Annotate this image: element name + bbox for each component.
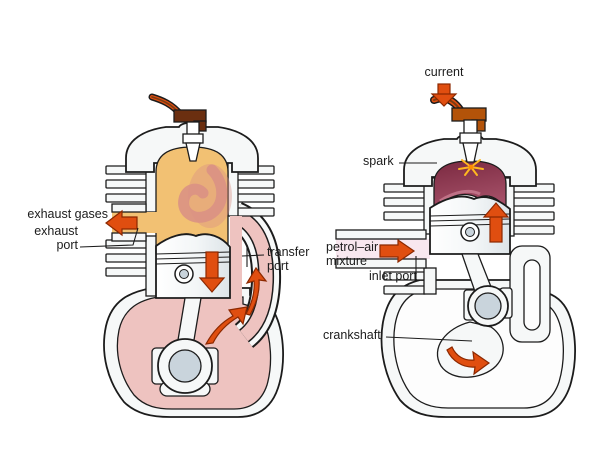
exhaust-port-leader-line <box>79 227 139 248</box>
left-transfer-port-opening <box>230 216 242 302</box>
exhaust-flow-arrow <box>105 209 138 237</box>
right-transfer-passage <box>509 245 551 343</box>
right-spark-plug <box>459 119 482 163</box>
left-piston <box>155 233 231 299</box>
right-combustion-chamber-compressed-charge <box>433 160 507 210</box>
piston-down-arrow <box>198 251 226 293</box>
petrol-air-mixture-label: petrol–air mixture <box>326 240 379 268</box>
transfer-port-label-line2: port <box>267 258 289 273</box>
left-crankshaft <box>151 338 219 397</box>
current-label: current <box>424 65 464 79</box>
transfer-flow-arrow <box>204 306 248 345</box>
transfer-flow-arrow <box>245 266 268 316</box>
left-cooling-fins <box>105 165 275 277</box>
right-engine-compression-ignition-stroke <box>335 83 576 418</box>
spark-flash-icon <box>458 159 484 176</box>
crankshaft-leader-line <box>385 336 473 342</box>
inlet-port-label: inlet port <box>369 269 417 283</box>
petrol-air-mixture-arrow <box>379 238 416 264</box>
piston-up-arrow <box>482 202 510 243</box>
exhaust-port-label-line1: exhaust <box>34 224 78 238</box>
right-crankshaft <box>436 285 513 378</box>
right-cylinder-wall <box>423 267 437 295</box>
exhaust-port-label: exhaust port <box>28 224 78 252</box>
left-spark-plug <box>182 121 204 162</box>
petrol-air-label-line1: petrol–air <box>326 240 379 254</box>
transfer-port-label: transfer port <box>267 245 310 273</box>
crank-rotation-arrow <box>446 346 491 376</box>
petrol-air-label-line2: mixture <box>326 253 367 268</box>
transfer-port-label-line1: transfer <box>267 245 310 259</box>
left-engine-exhaust-transfer-stroke <box>79 93 284 418</box>
current-down-arrow <box>430 83 458 107</box>
exhaust-gases-label: exhaust gases <box>27 207 108 221</box>
exhaust-port-label-line2: port <box>56 237 78 252</box>
spark-label: spark <box>363 154 394 168</box>
left-transfer-passage <box>229 202 282 348</box>
left-combustion-chamber-exhaust-gases <box>155 146 232 255</box>
crankshaft-label: crankshaft <box>323 328 381 342</box>
transfer-port-leader-line <box>241 254 265 257</box>
